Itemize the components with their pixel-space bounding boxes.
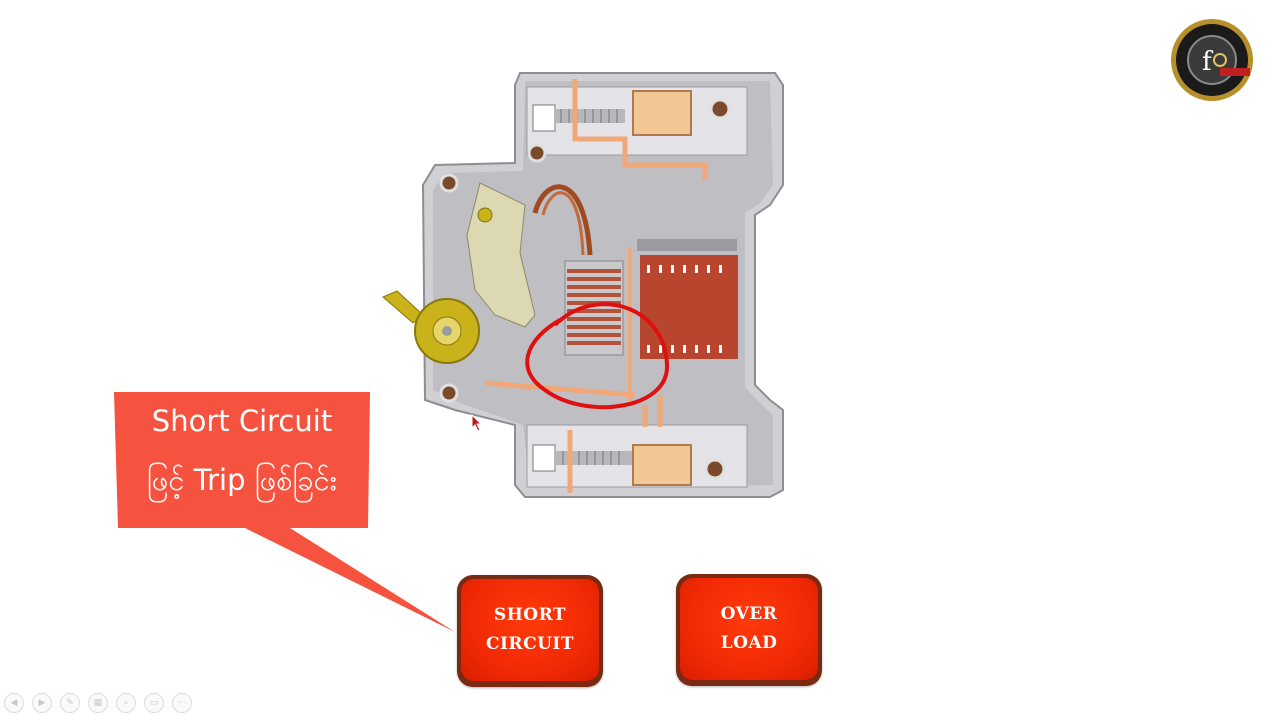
slides-icon[interactable]: ▦ <box>88 693 108 713</box>
zoom-icon[interactable]: ⌕ <box>116 693 136 713</box>
svg-text:f: f <box>1202 47 1214 77</box>
callout-subtitle: ဖြင့် Trip ဖြစ်ခြင်း <box>146 463 338 497</box>
mouse-cursor-icon <box>471 414 483 432</box>
pen-icon[interactable]: ✎ <box>60 693 80 713</box>
short-circuit-button[interactable]: SHORT CIRCUIT <box>457 575 603 687</box>
overload-button[interactable]: OVER LOAD <box>676 574 822 686</box>
previous-icon[interactable]: ◀ <box>4 693 24 713</box>
brand-logo: f <box>1171 19 1253 101</box>
subtitles-icon[interactable]: ▭ <box>144 693 164 713</box>
presentation-toolbar: ◀ ▶ ✎ ▦ ⌕ ▭ ⋯ <box>4 693 192 715</box>
short-circuit-label-line1: SHORT <box>493 605 567 625</box>
overload-label-line1: OVER <box>720 604 778 624</box>
overload-label-line2: LOAD <box>720 633 778 653</box>
circuit-breaker-illustration <box>382 72 784 498</box>
callout-title: Short Circuit <box>151 404 333 438</box>
short-circuit-label-line2: CIRCUIT <box>485 634 575 654</box>
next-icon[interactable]: ▶ <box>32 693 52 713</box>
more-icon[interactable]: ⋯ <box>172 693 192 713</box>
